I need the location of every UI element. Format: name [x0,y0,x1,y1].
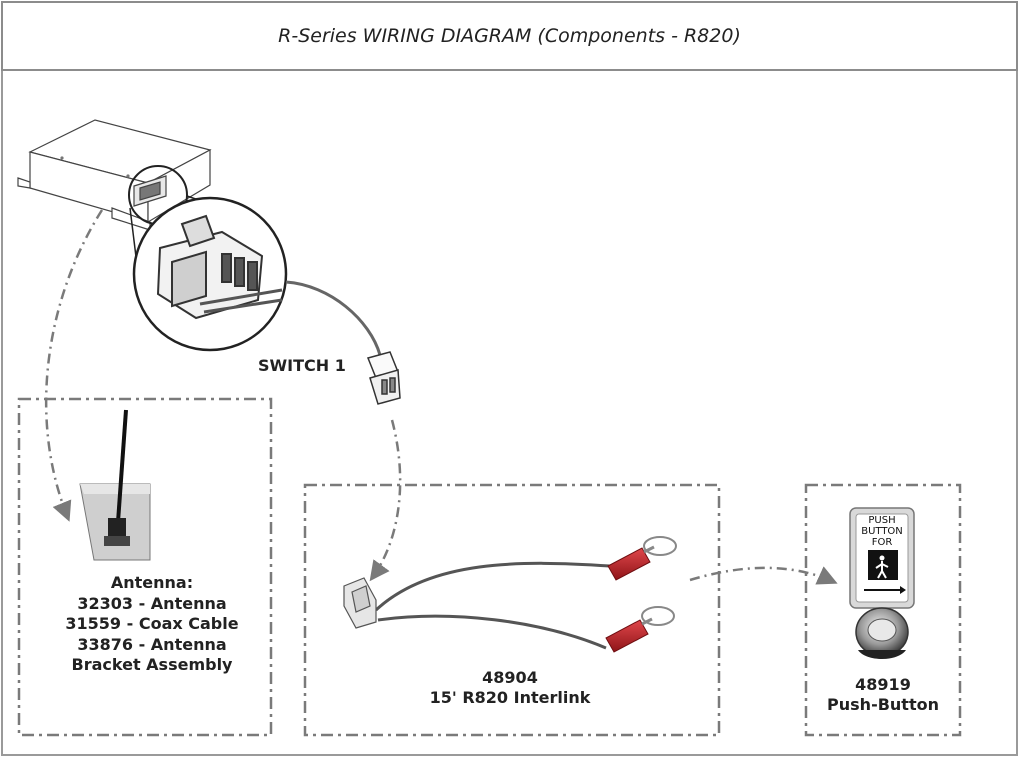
interlink-part-number: 48904 [482,668,538,687]
antenna-heading: Antenna: [110,573,194,592]
controller-box-icon [17,119,212,231]
interlink-cable-icon [343,561,611,650]
antenna-group-box [17,397,273,737]
pushbutton-connection-arrow [689,566,838,585]
title-bar: R-Series WIRING DIAGRAM (Components - R8… [1,1,1018,71]
antenna-part-line: 33876 - Antenna [77,634,227,654]
antenna-part-line: Bracket Assembly [71,655,233,674]
ring-terminal-icon [605,606,675,653]
pushbutton-name: Push-Button [827,695,939,714]
cable-line [285,280,382,356]
connector-zoom-large-icon [132,196,288,352]
antenna-part-line: 32303 - Antenna [77,593,227,613]
sign-line: FOR [871,537,893,548]
interlink-label: 48904 15' R820 Interlink [400,668,620,708]
antenna-icon [79,409,151,561]
switch-connection-arrow [369,419,402,582]
antenna-part-line: 31559 - Coax Cable [65,614,239,633]
push-button-icon [849,507,915,659]
antenna-connection-arrow [44,209,104,522]
interlink-name: 15' R820 Interlink [429,688,591,707]
sign-line: PUSH [868,515,896,526]
pushbutton-label: 48919 Push-Button [808,675,958,715]
pushbutton-group-box [804,483,962,737]
page-title: R-Series WIRING DIAGRAM (Components - R8… [278,25,741,47]
pushbutton-part-number: 48919 [855,675,911,694]
ring-terminal-icon [607,536,677,581]
push-button-sign: PUSH BUTTON FOR [856,515,908,548]
sign-line: BUTTON [861,526,903,537]
interlink-group-box [303,483,721,737]
switch-connector-icon [366,351,401,405]
switch-label: SWITCH 1 [258,356,346,375]
antenna-label: Antenna: 32303 - Antenna 31559 - Coax Ca… [30,573,274,676]
